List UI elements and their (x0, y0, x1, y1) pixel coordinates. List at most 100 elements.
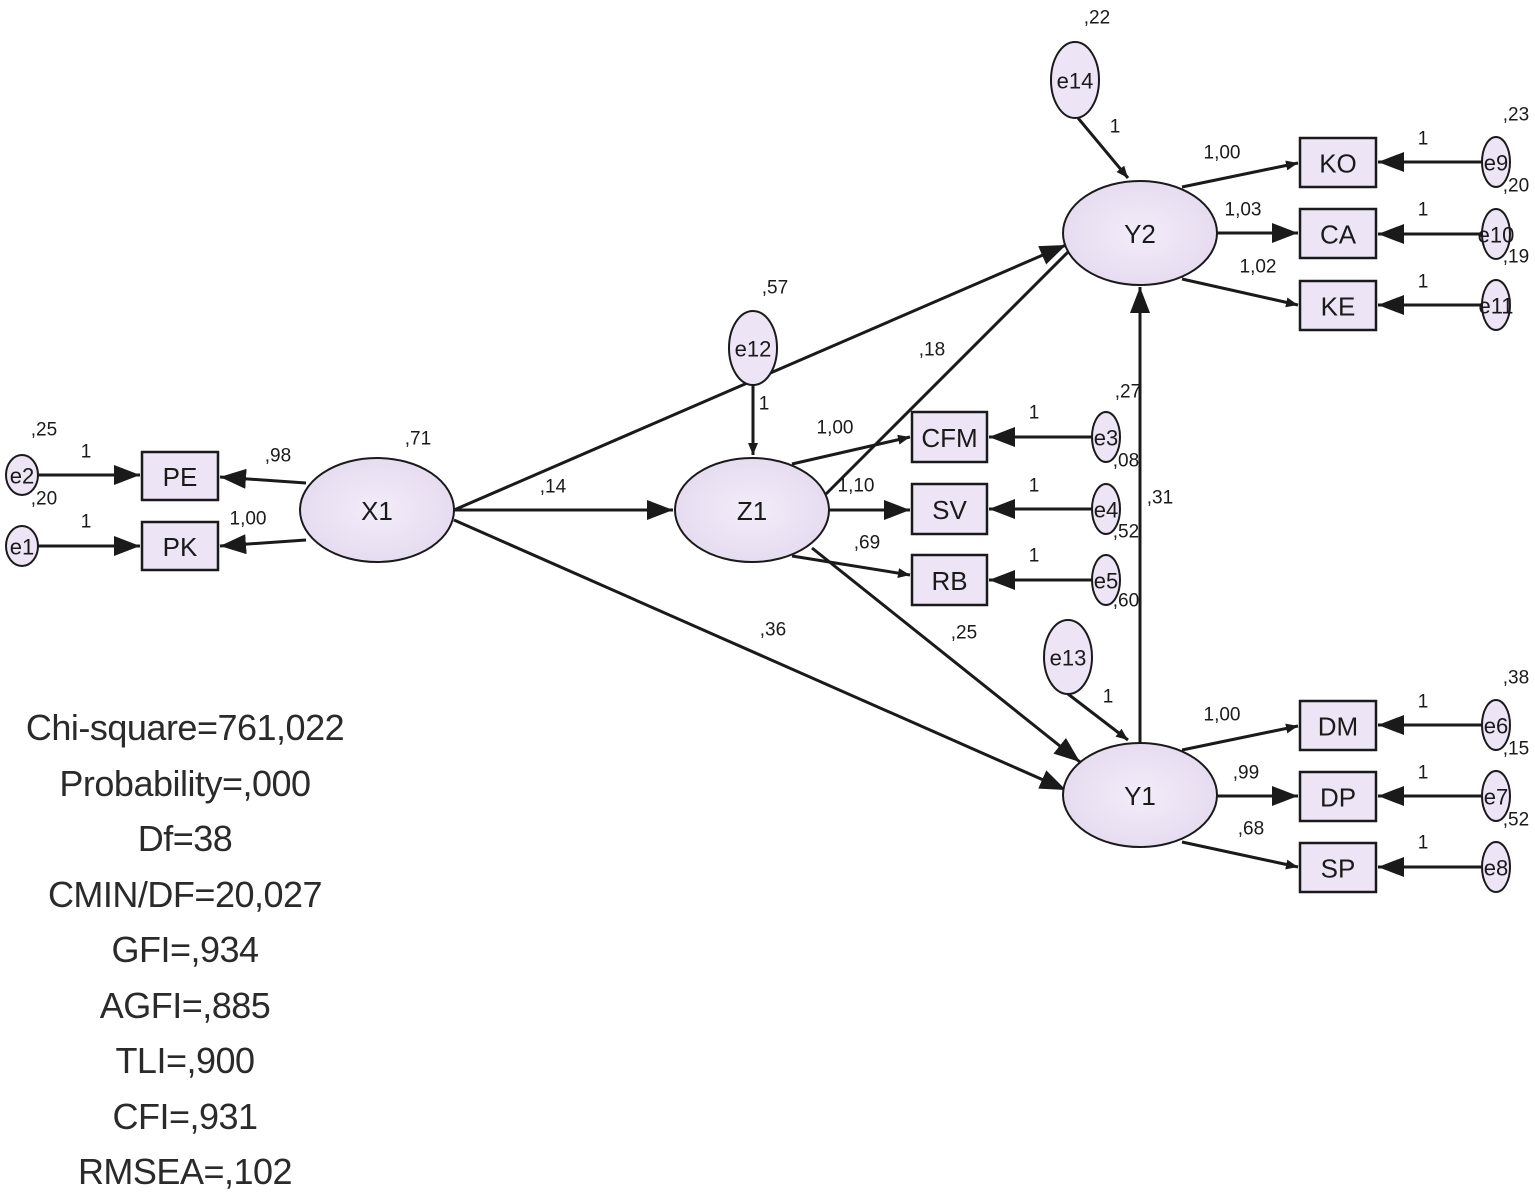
path-x1-to-pe (219, 468, 307, 489)
coef-z1-rb: ,69 (854, 533, 880, 554)
coef-x1-pk: 1,00 (230, 509, 267, 530)
latent-label-y1: Y1 (1124, 781, 1156, 811)
coef-y1-dp: ,99 (1233, 763, 1259, 784)
model-fit-statistics: Chi-square=761,022 Probability=,000 Df=3… (0, 700, 370, 1200)
observed-label-sp: SP (1321, 854, 1356, 884)
error-label-e13: e13 (1050, 646, 1087, 671)
error-e8 (1481, 841, 1511, 893)
variance-e11: ,19 (1503, 247, 1529, 268)
observed-cfm (910, 410, 989, 464)
coef-y2-ke: 1,02 (1240, 257, 1277, 278)
coef-z1-y2: ,18 (919, 340, 945, 361)
coef-e2-pe: 1 (81, 442, 92, 463)
error-label-e14: e14 (1057, 69, 1094, 94)
error-label-e11: e11 (1478, 294, 1513, 319)
coef-e1-pk: 1 (81, 512, 92, 533)
coef-y2-ko: 1,00 (1204, 143, 1241, 164)
fit-stat-chi-square: Chi-square=761,022 (25, 707, 345, 748)
observed-ko (1298, 136, 1378, 189)
coef-e5-rb: 1 (1029, 546, 1040, 567)
coef-e8-sp: 1 (1418, 833, 1429, 854)
variance-e6: ,38 (1503, 668, 1529, 689)
coef-y1-sp: ,68 (1238, 819, 1264, 840)
fit-stat-probability: Probability=,000 (59, 762, 311, 804)
observed-label-pe: PE (163, 462, 198, 492)
latent-x1 (299, 457, 455, 563)
coef-e11-ke: 1 (1418, 272, 1429, 293)
variance-e2: ,25 (31, 420, 57, 441)
path-z1-to-cfm (791, 434, 911, 466)
path-y2-to-ke (1181, 277, 1299, 308)
path-y1-to-dm (1181, 723, 1299, 752)
coefficient-labels: ,981,0011,14,3611,001,10,69,18,2511111,3… (31, 8, 1529, 854)
coef-x1-z1: ,14 (540, 477, 567, 498)
coef-e7-dp: 1 (1418, 763, 1429, 784)
coef-y2-ca: 1,03 (1225, 200, 1262, 221)
path-x1-to-pk (219, 534, 307, 555)
latent-y2 (1062, 180, 1218, 286)
error-e10 (1481, 208, 1511, 260)
observed-sv (910, 482, 989, 536)
observed-label-pk: PK (163, 532, 198, 562)
coef-z1-y1: ,25 (951, 623, 977, 644)
observed-ke (1298, 279, 1378, 332)
observed-pk (140, 520, 220, 572)
fit-stat-cmin-df: CMIN/DF=20,027 (47, 873, 323, 915)
observed-pe (140, 450, 220, 502)
error-e6 (1481, 699, 1511, 751)
error-e3 (1091, 411, 1121, 463)
error-e5 (1091, 554, 1121, 606)
observed-label-ko: KO (1319, 149, 1357, 179)
variance-e9: ,23 (1503, 105, 1529, 126)
observed-dp (1298, 770, 1378, 823)
error-label-e6: e6 (1484, 714, 1508, 739)
fit-stat-tli: TLI=,900 (115, 1040, 255, 1081)
variance-e14: ,22 (1084, 8, 1110, 29)
error-e9 (1481, 136, 1511, 188)
error-e12 (728, 310, 778, 386)
variance-x1: ,71 (405, 429, 431, 450)
coef-e14-y2: 1 (1110, 117, 1121, 138)
coef-e13-y1: 1 (1103, 687, 1114, 708)
error-label-e8: e8 (1484, 856, 1508, 881)
coef-x1-y1: ,36 (760, 620, 786, 641)
observed-label-cfm: CFM (921, 423, 977, 453)
error-label-e12: e12 (735, 337, 772, 362)
coef-e12-z1: 1 (759, 394, 770, 415)
error-e7 (1481, 770, 1511, 822)
error-label-e2: e2 (10, 464, 34, 489)
observed-rb (910, 553, 989, 607)
observed-sp (1298, 841, 1378, 894)
latent-y1 (1062, 742, 1218, 848)
error-label-e1: e1 (10, 535, 34, 560)
error-e4 (1091, 483, 1121, 535)
error-label-e10: e10 (1478, 223, 1515, 248)
error-e14 (1050, 41, 1100, 119)
error-label-e4: e4 (1094, 498, 1118, 523)
observed-label-dp: DP (1320, 783, 1356, 813)
variance-e5: ,60 (1113, 591, 1139, 612)
latent-z1 (674, 457, 830, 563)
fit-stat-rmsea: RMSEA=,102 (77, 1151, 293, 1192)
error-e2 (5, 454, 39, 496)
latent-label-x1: X1 (361, 496, 393, 526)
error-label-e3: e3 (1094, 426, 1118, 451)
coef-z1-cfm: 1,00 (817, 418, 854, 439)
coef-z1-sv: 1,10 (838, 476, 875, 497)
error-label-e5: e5 (1094, 569, 1118, 594)
coef-y1-y2: ,31 (1147, 488, 1173, 509)
fit-stat-agfi: AGFI=,885 (99, 984, 271, 1026)
variance-e7: ,15 (1503, 739, 1529, 760)
observed-label-sv: SV (932, 495, 967, 525)
observed-label-rb: RB (931, 566, 967, 596)
coef-e10-ca: 1 (1418, 200, 1429, 221)
path-z1-to-y1 (811, 546, 1081, 764)
observed-label-ca: CA (1320, 220, 1357, 250)
latent-label-y2: Y2 (1124, 219, 1156, 249)
observed-ca (1298, 207, 1378, 260)
coef-e3-cfm: 1 (1029, 403, 1040, 424)
variance-e1: ,20 (31, 489, 57, 510)
observed-dm (1298, 699, 1378, 752)
